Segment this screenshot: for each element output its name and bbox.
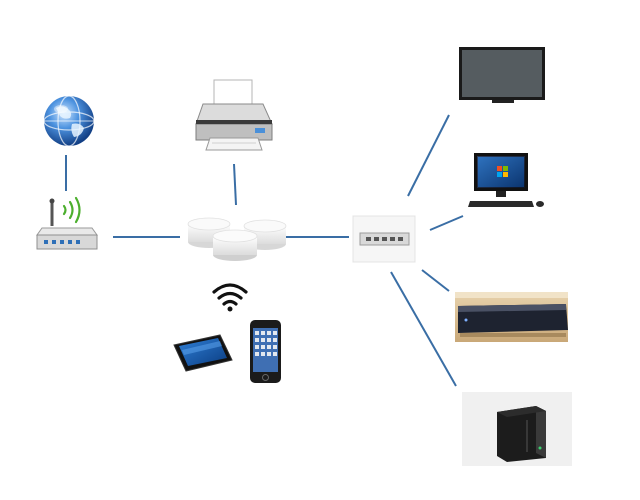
smartphone-icon [250, 320, 281, 383]
link-switch-desktop [429, 215, 464, 231]
connection-lines [65, 114, 464, 387]
globe-icon [43, 95, 95, 147]
wifi-icon [212, 283, 248, 312]
tv-icon [459, 47, 545, 103]
printer-icon [195, 79, 273, 151]
link-switch-nas [390, 271, 457, 387]
mesh-wifi-icon [187, 217, 287, 261]
windows-logo-icon [497, 166, 508, 177]
router-icon [36, 196, 98, 250]
desktop-computer-icon [468, 153, 544, 207]
signal-waves-icon [62, 196, 81, 224]
set-top-box-icon [455, 292, 568, 342]
link-printer-mesh [233, 163, 237, 206]
tablet-icon [173, 334, 233, 372]
link-switch-settop [421, 269, 450, 292]
link-switch-tv [407, 114, 450, 197]
nas-icon [462, 392, 572, 466]
network-switch-icon [352, 215, 416, 263]
